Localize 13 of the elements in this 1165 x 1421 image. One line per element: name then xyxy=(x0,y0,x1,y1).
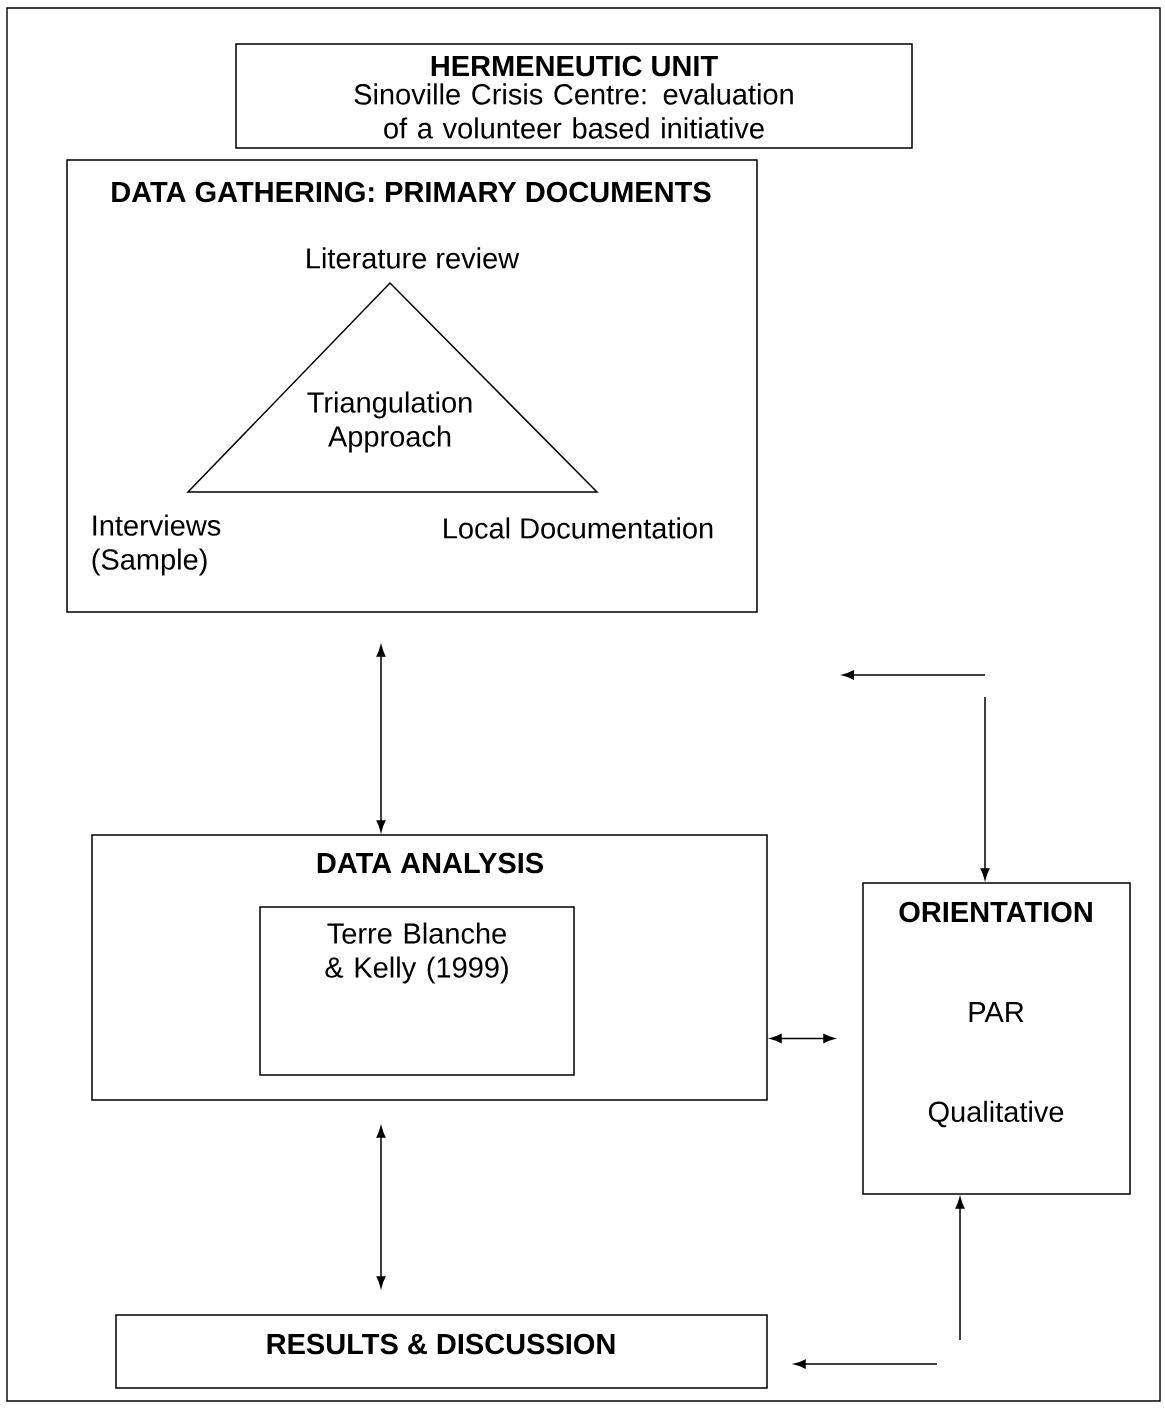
vertex-label: Literature review xyxy=(307,247,520,269)
section-box: ORIENTATION PAR Qualitative xyxy=(862,882,1131,1195)
section-box: RESULTS & DISCUSSION xyxy=(115,1314,768,1389)
inner-box: Terre Blanche & Kelly (1999) xyxy=(259,906,575,1076)
arrow xyxy=(376,645,386,832)
arrow xyxy=(794,1359,938,1369)
arrow xyxy=(980,696,990,880)
title-box: HERMENEUTIC UNIT Sinoville Crisis Centre: evaluation of a volunteer based initiative xyxy=(235,43,913,149)
vertex-label: Interviews (Sample) xyxy=(92,514,221,576)
arrow xyxy=(376,1126,386,1288)
arrow xyxy=(955,1197,965,1341)
vertex-label: Local Documentation xyxy=(444,517,713,539)
arrow xyxy=(770,1034,835,1043)
